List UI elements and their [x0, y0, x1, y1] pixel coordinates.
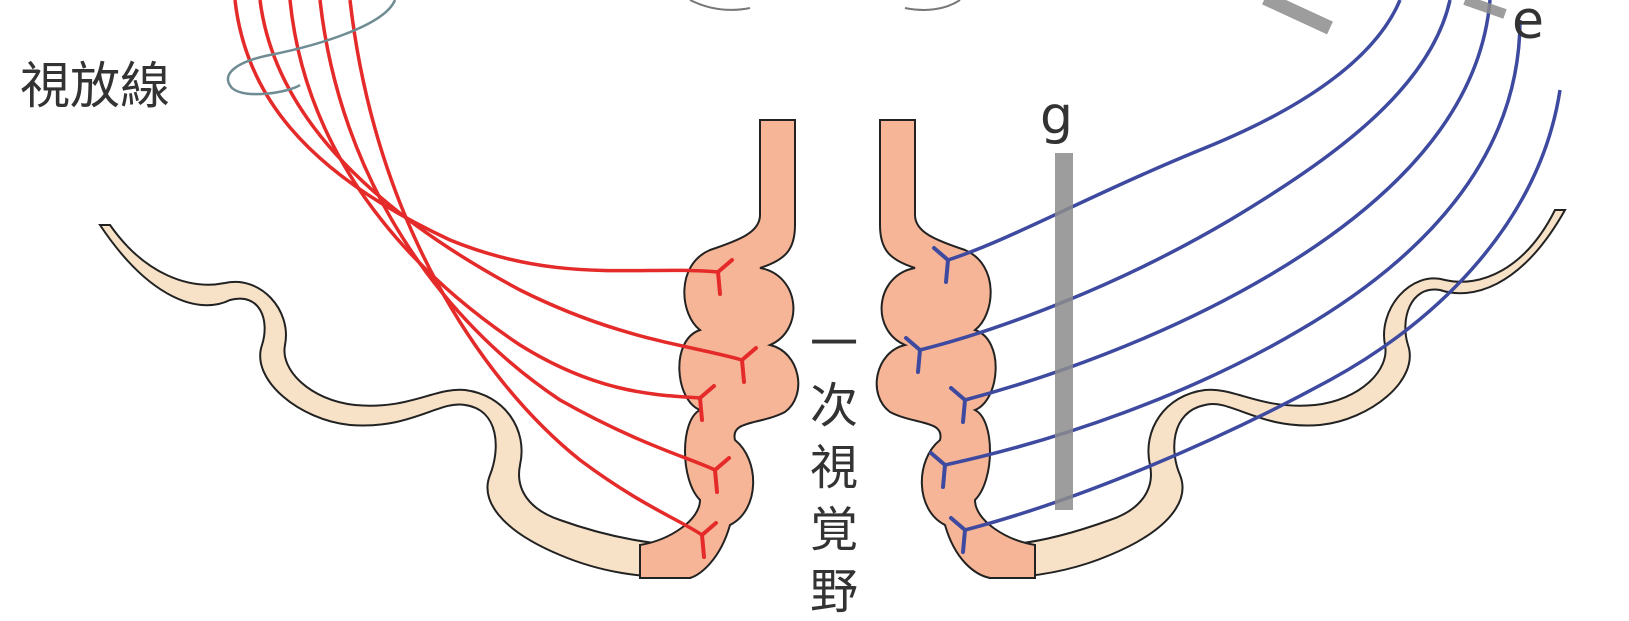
- lesion-bar-e: [1265, 0, 1330, 28]
- marker-g-label: g: [1040, 86, 1073, 146]
- left-fiber-1: [235, 0, 718, 272]
- v1-label-char-3: 視: [810, 440, 858, 496]
- left-fiber-5: [350, 0, 702, 535]
- optic-radiation-bundle-loop: [228, 0, 395, 94]
- v1-label-char-1: 一: [810, 316, 858, 372]
- right-fiber-1: [948, 0, 1400, 260]
- primary-visual-cortex-label: 一 次 視 覚 野: [810, 316, 858, 620]
- right-cortex-outer: [990, 210, 1565, 578]
- lesion-bar-g: [1055, 153, 1073, 510]
- top-arc-left: [690, 0, 750, 10]
- right-fiber-2: [920, 0, 1450, 350]
- v1-label-char-5: 野: [810, 564, 858, 620]
- v1-label-char-2: 次: [810, 378, 858, 434]
- left-fiber-3: [290, 0, 700, 398]
- marker-e-label: e: [1512, 0, 1544, 51]
- right-optic-radiation-fibers: [906, 0, 1560, 552]
- right-occipital-lobe: [877, 120, 1565, 578]
- left-v1-cortex: [640, 120, 798, 578]
- top-arc-right: [905, 0, 960, 10]
- lesion-bar-e-tail: [1465, 0, 1505, 14]
- right-fiber-3: [965, 0, 1490, 400]
- left-fiber-2: [260, 0, 742, 360]
- right-v1-cortex: [877, 120, 1035, 578]
- v1-label-char-4: 覚: [810, 502, 858, 558]
- optic-radiation-label: 視放線: [20, 57, 170, 115]
- left-cortex-outer: [100, 225, 690, 578]
- right-fiber-5: [965, 90, 1560, 530]
